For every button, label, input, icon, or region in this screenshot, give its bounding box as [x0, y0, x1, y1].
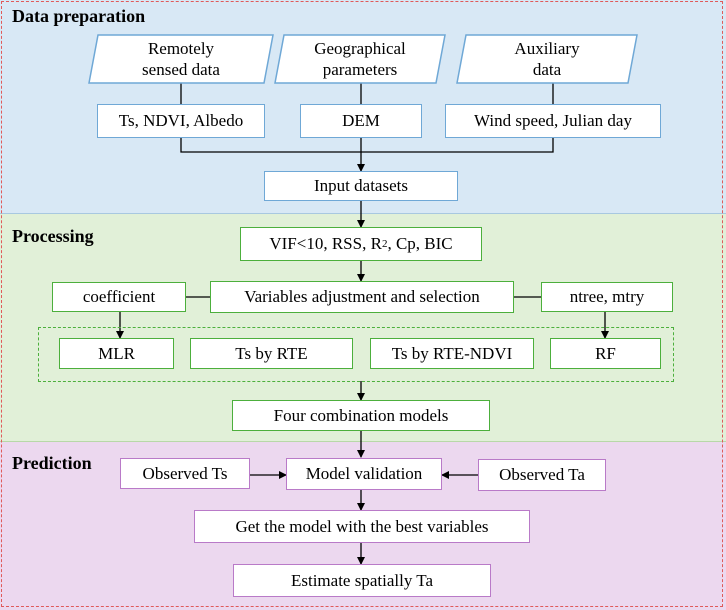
source-geographical: Geographical parameters	[274, 34, 446, 84]
input-datasets: Input datasets	[264, 171, 458, 201]
source-remotely-sensed-label: Remotely sensed data	[142, 38, 220, 79]
model-rf: RF	[550, 338, 661, 369]
models-group	[38, 327, 674, 382]
vars-aux: Wind speed, Julian day	[445, 104, 661, 138]
source-auxiliary: Auxiliary data	[456, 34, 638, 84]
observed-ta: Observed Ta	[478, 459, 606, 491]
source-remotely-sensed: Remotely sensed data	[88, 34, 274, 84]
criteria-suffix: , Cp, BIC	[387, 234, 453, 254]
model-mlr: MLR	[59, 338, 174, 369]
coefficient-box: coefficient	[52, 282, 186, 312]
ntree-mtry-box: ntree, mtry	[541, 282, 673, 312]
variables-adjustment: Variables adjustment and selection	[210, 281, 514, 313]
criteria-prefix: VIF<10, RSS, R	[269, 234, 382, 254]
title-prediction: Prediction	[12, 453, 92, 473]
model-ts-rte: Ts by RTE	[190, 338, 353, 369]
four-combination-models: Four combination models	[232, 400, 490, 431]
vars-geo: DEM	[300, 104, 422, 138]
best-variables-model: Get the model with the best variables	[194, 510, 530, 543]
title-data-preparation: Data preparation	[12, 6, 146, 26]
title-processing: Processing	[12, 226, 94, 246]
model-ts-rte-ndvi: Ts by RTE-NDVI	[370, 338, 534, 369]
model-validation: Model validation	[286, 458, 442, 490]
source-auxiliary-label: Auxiliary data	[514, 38, 580, 79]
observed-ts: Observed Ts	[120, 458, 250, 489]
estimate-ta: Estimate spatially Ta	[233, 564, 491, 597]
source-geographical-label: Geographical parameters	[314, 38, 406, 79]
vars-remote: Ts, NDVI, Albedo	[97, 104, 265, 138]
